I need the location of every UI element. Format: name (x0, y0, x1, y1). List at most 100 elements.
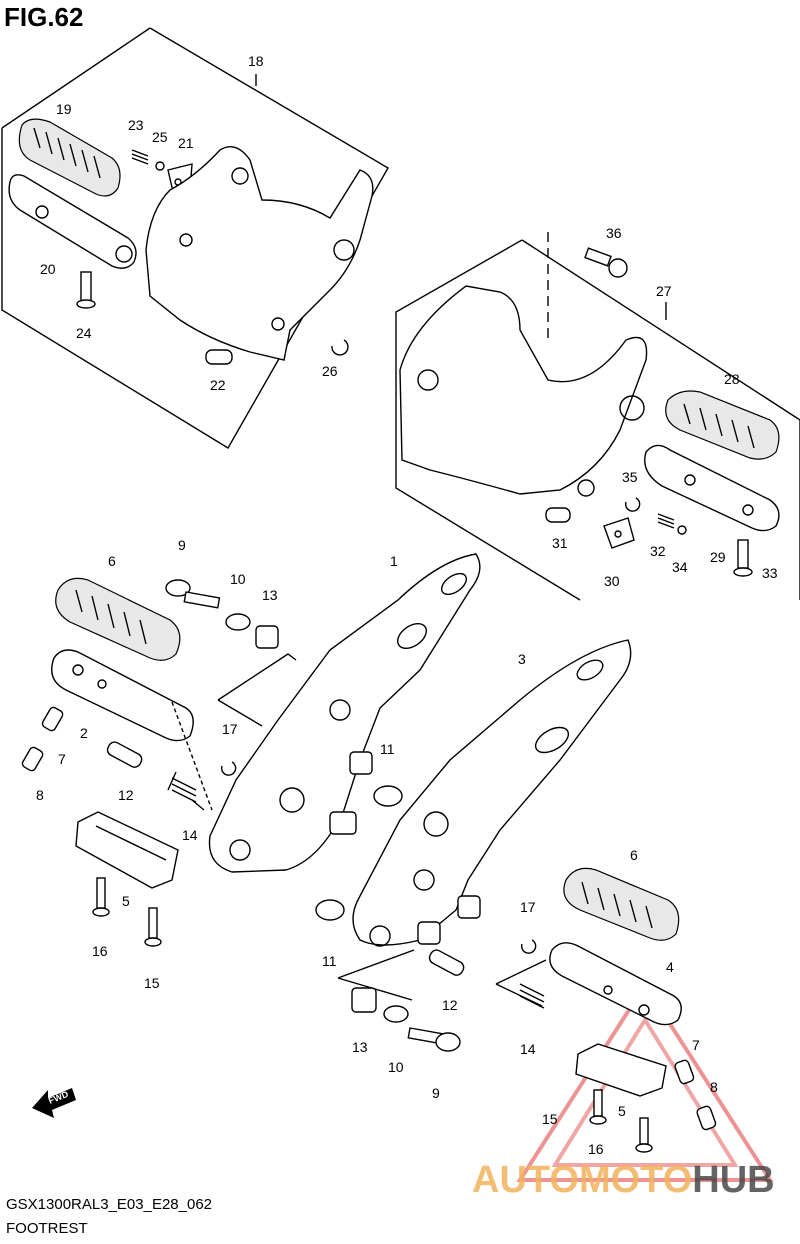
boss-stud-right (417, 895, 481, 945)
bolt-16-left (92, 877, 110, 917)
bushing-13-left (255, 625, 279, 649)
part-label: 24 (76, 325, 92, 341)
cap-7-right (674, 1059, 695, 1085)
part-label: 8 (36, 787, 44, 803)
part-label: 6 (108, 553, 116, 569)
ball-25 (155, 161, 165, 171)
cap-8-right (696, 1105, 717, 1131)
part-label: 9 (178, 537, 186, 553)
part-label: 10 (388, 1059, 404, 1075)
upper-bracket (145, 146, 374, 361)
part-label: 35 (622, 469, 638, 485)
rubber-pad-5-right (575, 1043, 667, 1097)
part-label: 36 (606, 225, 622, 241)
model-code: GSX1300RAL3_E03_E28_062 (6, 1196, 213, 1213)
part-label: 12 (118, 787, 134, 803)
part-label: 28 (724, 371, 740, 387)
boss-stud (329, 751, 373, 835)
part-label: 5 (122, 893, 130, 909)
assembly-box-18 (1, 27, 389, 449)
part-label: 15 (542, 1111, 558, 1127)
part-label: 26 (322, 363, 338, 379)
spring-32 (657, 513, 675, 529)
bushing-13-right (351, 987, 377, 1013)
footpeg-bracket-4 (549, 942, 682, 1026)
part-label: 2 (80, 725, 88, 741)
bolt-36 (584, 247, 628, 278)
footpeg-6-right (563, 867, 680, 941)
svg-text:AUTOMOTOHUB: AUTOMOTOHUB (472, 1159, 775, 1201)
part-label: 11 (380, 741, 395, 757)
plate-30 (603, 517, 635, 549)
cap-8-left (21, 746, 44, 772)
bolt-16-right (635, 1117, 653, 1153)
watermark-part1: AUTOMOTO (472, 1159, 692, 1201)
part-label: 13 (262, 587, 278, 603)
part-label: 18 (248, 53, 264, 69)
part-label: 25 (152, 129, 168, 145)
part-label: 33 (762, 565, 778, 581)
footpeg-28 (665, 390, 780, 460)
part-label: 29 (710, 549, 726, 565)
washer-11-left (373, 785, 403, 807)
leader-lines (171, 232, 549, 1007)
main-bracket-1 (208, 553, 481, 873)
pin-31 (545, 507, 571, 523)
section-name: FOOTREST (6, 1220, 88, 1237)
part-label: 15 (144, 975, 160, 991)
part-label: 13 (352, 1039, 368, 1055)
part-number-labels: 1 2 3 4 5 5 6 6 7 7 8 8 9 9 10 10 11 11 … (36, 53, 778, 1157)
rear-bracket (399, 285, 648, 497)
spring-23 (131, 149, 149, 165)
pin-12-right (428, 949, 465, 976)
part-label: 31 (552, 535, 568, 551)
part-label: 7 (692, 1037, 700, 1053)
part-label: 22 (210, 377, 226, 393)
footpeg-19 (18, 118, 121, 197)
part-label: 1 (390, 553, 398, 569)
watermark-logo: AUTOMOTOHUB (472, 1159, 775, 1201)
washer-10-right (383, 1005, 409, 1023)
part-label: 14 (182, 827, 198, 843)
bolt-9-left (165, 579, 221, 609)
bolt-9-right (407, 1027, 461, 1052)
pin-12-left (106, 741, 143, 768)
part-label: 4 (666, 959, 674, 975)
spring-14-left (167, 771, 205, 811)
figure-title: FIG.62 (4, 2, 84, 32)
pin-22 (205, 349, 233, 365)
cap-7-left (41, 706, 64, 732)
part-label: 21 (178, 135, 194, 151)
part-label: 7 (58, 751, 66, 767)
ball-34 (677, 525, 687, 535)
part-label: 16 (92, 943, 108, 959)
washer-11-right (315, 899, 345, 921)
washer-10-left (225, 613, 251, 631)
part-label: 10 (230, 571, 246, 587)
part-label: 17 (520, 899, 536, 915)
footpeg-6-left (55, 577, 181, 661)
part-label: 30 (604, 573, 620, 589)
rubber-pad-5-left (75, 811, 179, 889)
part-label: 17 (222, 721, 238, 737)
part-label: 27 (656, 283, 672, 299)
part-label: 5 (618, 1103, 626, 1119)
part-label: 6 (630, 847, 638, 863)
part-label: 34 (672, 559, 688, 575)
footpeg-bracket-2 (51, 649, 194, 742)
part-label: 19 (56, 101, 72, 117)
footpeg-bracket-29 (644, 444, 780, 532)
footpeg-bracket-20 (8, 174, 137, 269)
clip-26 (331, 339, 349, 356)
clip-17-left (220, 761, 237, 776)
bolt-15-left (144, 907, 162, 947)
spring-14-right (519, 983, 545, 1009)
bolt-24 (76, 271, 96, 309)
clip-35 (624, 497, 641, 512)
bolt-33 (733, 539, 753, 577)
part-label: 16 (588, 1141, 604, 1157)
part-label: 23 (128, 117, 144, 133)
part-label: 11 (322, 953, 337, 969)
part-label: 9 (432, 1085, 440, 1101)
part-label: 32 (650, 543, 666, 559)
